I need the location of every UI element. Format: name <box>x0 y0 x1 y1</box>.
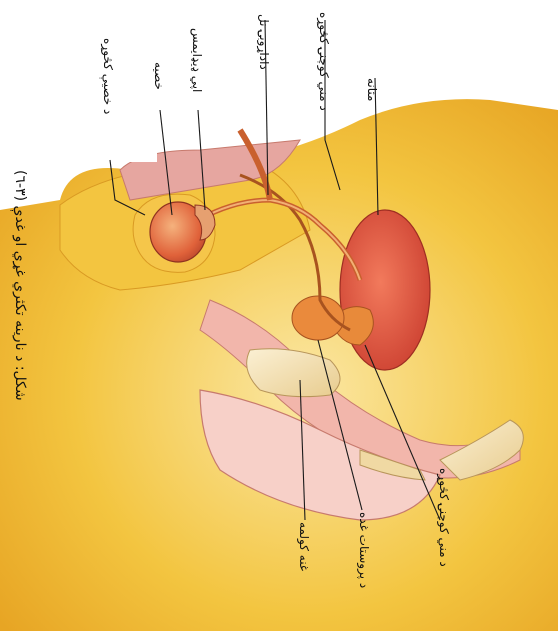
label-vas-deferens: داداړوبۍ نل <box>256 14 271 70</box>
image-mask <box>105 128 157 162</box>
label-scrotum: د خصيې کڅوړه <box>99 38 115 114</box>
label-bladder: مثانه <box>365 78 379 101</box>
label-testis: خصيه <box>152 62 166 90</box>
prostate <box>292 296 344 340</box>
bladder <box>340 210 430 370</box>
label-prostate: د پروستات غده <box>356 512 371 588</box>
label-ejaculatory-duct: د مني کوچنۍ کڅوړه <box>436 468 451 567</box>
label-seminal-vesicle: د مني کوچنۍ کڅوړه <box>316 12 331 111</box>
label-epididymis: اپي ډيډايمس <box>189 28 204 92</box>
label-cowper-gland: غنه کولمه <box>296 522 311 571</box>
figure-caption: (٣-٦) شکل: د نارینه تکثري غړي او غدې <box>10 170 28 401</box>
